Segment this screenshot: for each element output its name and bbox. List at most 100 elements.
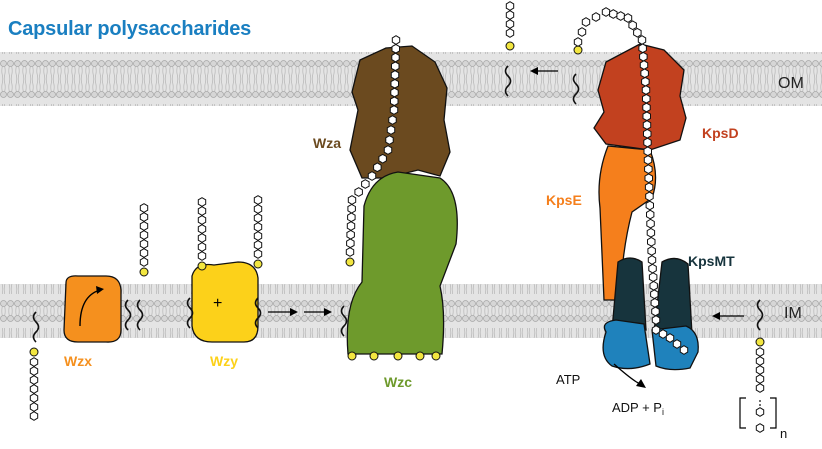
sugar-hexagon [30, 394, 37, 403]
kps-lipid-head [574, 46, 582, 54]
sugar-hexagon [647, 219, 655, 228]
sugar-hexagon [391, 97, 399, 106]
sugar-hexagon [574, 38, 581, 47]
wzx-protein [64, 276, 121, 342]
sugar-hexagon [592, 13, 599, 22]
sugar-hexagon [392, 36, 399, 45]
sugar-hexagon [362, 180, 370, 189]
sugar-hexagon [387, 126, 394, 135]
wzx-lipid-head [140, 268, 148, 276]
sugar-hexagon [254, 232, 261, 241]
sugar-hexagon [506, 11, 513, 20]
wzy-label: Wzy [210, 353, 238, 369]
sugar-hexagon [506, 20, 513, 29]
sugar-hexagon [649, 264, 657, 273]
sugar-hexagon [355, 188, 363, 197]
sugar-hexagon [624, 14, 631, 23]
sugar-hexagon [648, 238, 656, 247]
wzc-base-dot [370, 352, 378, 360]
sugar-hexagon [640, 61, 647, 70]
sugar-hexagon [198, 198, 205, 207]
sugar-hexagon [198, 225, 205, 234]
sugar-hexagon [645, 174, 653, 183]
sugar-hexagon [30, 367, 37, 376]
kpsmt-tm-left [612, 258, 646, 330]
sugar-hexagon [642, 77, 650, 86]
wza-protein [350, 46, 450, 178]
atp-label: ATP [556, 372, 580, 387]
sugar-hexagon [756, 348, 763, 357]
sugar-hexagon [30, 403, 37, 412]
kpse-label: KpsE [546, 192, 582, 208]
sugar-hexagon [673, 340, 680, 349]
sugar-hexagon [756, 375, 763, 384]
sugar-hexagon [643, 121, 650, 130]
wzc-base-dot [348, 352, 356, 360]
sugar-hexagon [646, 192, 654, 201]
sugar-hexagon [756, 384, 763, 393]
sugar-hexagon [198, 252, 205, 261]
sugar-hexagon [198, 243, 205, 252]
sugar-hexagon [140, 249, 147, 258]
sugar-hexagon [644, 129, 652, 138]
sugar-hexagon [140, 204, 147, 213]
sugar-hexagon [646, 201, 653, 210]
wzc-label: Wzc [384, 374, 412, 390]
sugar-hexagon [602, 8, 609, 17]
sugar-hexagon [638, 36, 645, 45]
sugar-hexagon [379, 154, 387, 163]
sugar-hexagon [198, 216, 205, 225]
sugar-hexagon [374, 163, 382, 172]
sugar-hexagon [649, 273, 657, 282]
sugar-hexagon [254, 205, 261, 214]
sugar-hexagon [140, 258, 147, 267]
sugar-hexagon [645, 183, 652, 192]
sugar-hexagon [386, 136, 393, 145]
wzc-base-dot [394, 352, 402, 360]
wzy-plus-sign: + [213, 295, 222, 312]
sugar-hexagon [756, 424, 763, 433]
sugar-hexagon [652, 307, 660, 316]
sugar-hexagon [651, 290, 658, 299]
sugar-hexagon [140, 240, 147, 249]
sugar-hexagon [643, 103, 650, 112]
sugar-hexagon [254, 250, 261, 259]
sugar-hexagon [647, 210, 654, 219]
sugar-hexagon [254, 223, 261, 232]
sugar-hexagon [348, 196, 355, 205]
sugar-hexagon [390, 106, 397, 115]
sugar-hexagon [756, 366, 763, 375]
wzy-lipid-head-right [254, 260, 262, 268]
sugar-hexagon [643, 95, 651, 104]
im-label: IM [784, 305, 802, 322]
sugar-hexagon [368, 172, 375, 181]
sugar-hexagon [347, 239, 355, 248]
sugar-hexagon [384, 146, 391, 155]
sugar-hexagon [643, 112, 651, 121]
kpsmt-label: KpsMT [688, 253, 735, 269]
wzx-label: Wzx [64, 353, 92, 369]
sugar-hexagon [666, 334, 673, 343]
sugar-hexagon [506, 29, 513, 38]
sugar-hexagon [645, 165, 653, 174]
sugar-hexagon [641, 69, 649, 78]
sugar-hexagon [392, 45, 400, 54]
atp-hydrolysis-arrowhead [636, 379, 646, 388]
wzy-protein [192, 262, 258, 342]
sugar-hexagon [644, 147, 652, 156]
sugar-hexagon [140, 222, 147, 231]
sugar-hexagon [346, 248, 353, 257]
sugar-hexagon [254, 214, 261, 223]
sugar-hexagon [652, 316, 659, 325]
sugar-hexagon [347, 230, 355, 239]
sugar-hexagon [391, 71, 398, 80]
sugar-hexagon [650, 281, 657, 290]
adp-label: ADP + Pi [612, 400, 664, 417]
sugar-hexagon [348, 204, 356, 213]
sugar-hexagon [392, 62, 400, 71]
sugar-hexagon [640, 52, 648, 61]
sugar-hexagon [642, 86, 649, 95]
sugar-hexagon [756, 357, 763, 366]
sugar-hexagon [198, 234, 205, 243]
